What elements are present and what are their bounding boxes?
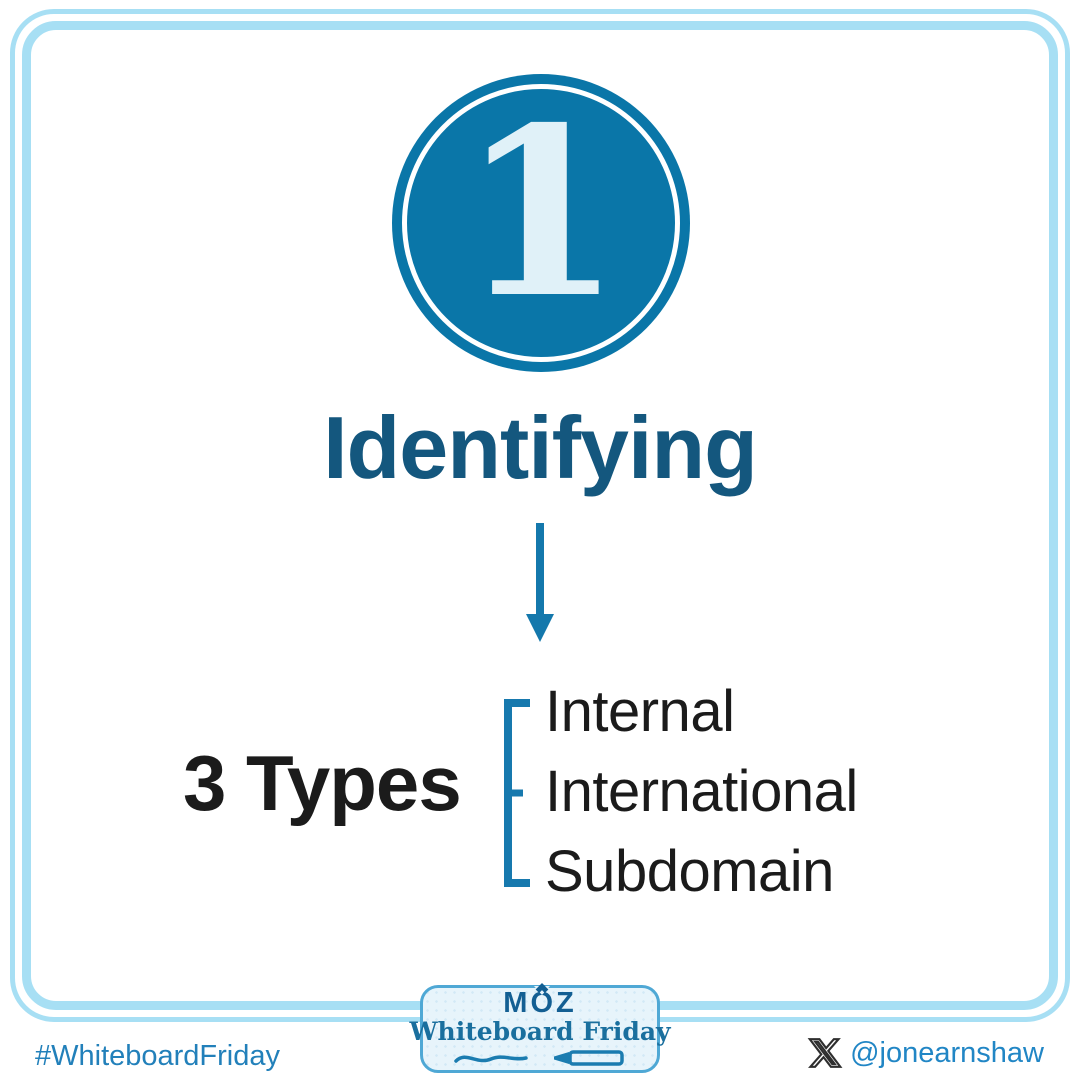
x-twitter-icon [807, 1038, 843, 1068]
step-number: 1 [392, 74, 690, 372]
moz-o-notch [534, 986, 550, 995]
list-item-internal: Internal [545, 679, 735, 744]
circle-inner-ring [402, 84, 680, 362]
list-item-subdomain: Subdomain [545, 839, 834, 904]
page-title: Identifying [323, 398, 758, 497]
type-list: Internal International Subdomain [545, 672, 858, 912]
types-count-label: 3 Types [183, 739, 462, 827]
down-arrow-icon [526, 523, 554, 642]
list-item-international: International [545, 759, 858, 824]
whiteboard-friday-label: Whiteboard Friday [409, 1017, 671, 1046]
list-bracket-icon [504, 699, 530, 887]
hashtag-label: #WhiteboardFriday [35, 1040, 280, 1072]
moz-whiteboard-friday-badge: MOZ Whiteboard Friday [409, 983, 671, 1073]
step-number-badge: 1 [392, 74, 690, 372]
step-number-text: 1 [460, 76, 622, 349]
handle-label: @jonearnshaw [850, 1036, 1044, 1069]
marker-pen-icon [454, 1050, 624, 1066]
credit-line: @jonearnshaw [807, 1036, 1044, 1070]
moz-logo: MOZ [503, 983, 576, 1018]
